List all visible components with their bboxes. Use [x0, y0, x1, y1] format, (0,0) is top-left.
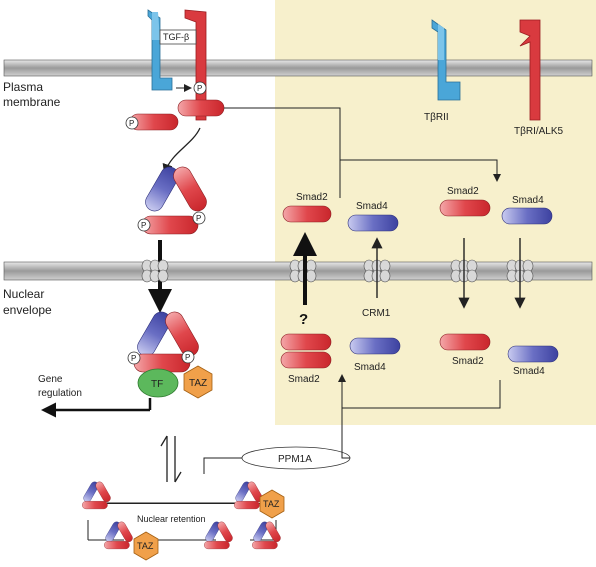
taz-label-retention-2: TAZ: [137, 541, 154, 551]
smad4-cyto-label: Smad4: [356, 201, 388, 212]
retention-trimer-3: [104, 521, 133, 550]
taz-hexagon-main: [183, 365, 213, 399]
smad2-nuc-label: Smad2: [288, 374, 320, 385]
tgf-beta-label: TGF-β: [163, 32, 189, 42]
trimer-smad4: [145, 166, 179, 212]
trimer-phospho-right: [192, 211, 206, 225]
gene-regulation-label-line2: regulation: [38, 388, 82, 399]
tbrii-label: TβRII: [424, 112, 449, 123]
smad2-cyto-right-label: Smad2: [447, 186, 479, 197]
smad2-bound-receptor: [177, 99, 225, 117]
smad2-nuc-upper: [280, 333, 332, 351]
ppm1a-line-left: [203, 457, 242, 474]
tbri-alk5-label: TβRI/ALK5: [514, 126, 564, 137]
arrow-to-trimer: [162, 127, 201, 175]
phospho-label-receptor: P: [197, 84, 202, 93]
phospho-badge-receptor: [193, 81, 207, 95]
plasma-membrane-bar: [3, 59, 593, 77]
crm1-label: CRM1: [362, 308, 391, 319]
smad4-nuc-right: [507, 345, 559, 363]
nuc-trimer-phospho-right-label: P: [185, 353, 190, 362]
taz-label-main: TAZ: [189, 378, 207, 389]
smad2-nuc-lower: [280, 351, 332, 369]
trimer-phospho-left-label: P: [141, 221, 146, 230]
smad4-nuc-label: Smad4: [354, 362, 386, 373]
phospho-label-released: P: [129, 119, 134, 128]
smad4-cyto-right-label: Smad4: [512, 195, 544, 206]
smad2-cyto-right: [439, 199, 491, 217]
smad4-cyto: [347, 214, 399, 232]
smad2-cyto-label: Smad2: [296, 192, 328, 203]
tbrii-receptor-right: [431, 19, 461, 101]
tbrii-receptor-left: [147, 9, 173, 91]
equilibrium-arrows: [160, 435, 182, 483]
taz-hexagon-retention-1: [259, 489, 285, 519]
nuclear-retention-label: Nuclear retention: [137, 514, 206, 524]
retention-trimer-2: [234, 481, 263, 510]
arrow-smad2-to-cytoplasm: [224, 107, 341, 198]
nuclear-envelope-label-line1: Nuclear: [3, 287, 44, 301]
trimer-smad2-right: [173, 166, 207, 212]
trimer-phospho-left: [137, 218, 151, 232]
retention-trimer-5: [252, 521, 281, 550]
tbrii-extracellular-left: [152, 12, 160, 40]
nuc-trimer-smad2-right: [165, 311, 199, 357]
retention-trimer-4: [204, 521, 233, 550]
tf-label: TF: [151, 379, 163, 390]
nuc-trimer-phospho-left-label: P: [131, 354, 136, 363]
transcription-factor: [137, 368, 179, 398]
smad2-nuc-right: [439, 333, 491, 351]
phospho-badge-released: [125, 116, 139, 130]
nuclear-envelope-label-line2: envelope: [3, 303, 52, 317]
smad2-nuc-right-label: Smad2: [452, 356, 484, 367]
smad2-cyto: [282, 205, 332, 223]
gene-regulation-label-line1: Gene: [38, 374, 63, 385]
smad4-cyto-right: [501, 207, 553, 225]
tbri-receptor-right: [519, 19, 541, 121]
nuc-trimer-phospho-right: [181, 350, 195, 364]
taz-hexagon-retention-2: [133, 531, 159, 561]
question-mark: ?: [299, 311, 308, 328]
smad4-nuc-right-label: Smad4: [513, 366, 545, 377]
plasma-membrane-label-line1: Plasma: [3, 80, 43, 94]
nuclear-pore-1: [141, 259, 169, 283]
plasma-membrane-label-line2: membrane: [3, 95, 61, 109]
tgf-beta-ligand: [159, 29, 197, 45]
arrow-to-right-smads: [340, 159, 501, 182]
receptor-complex-ligand-bound: TGF-β P: [147, 9, 207, 121]
smad-trimer-cytoplasm: P P: [137, 166, 207, 235]
nuc-trimer-phospho-left: [127, 351, 141, 365]
ppm1a-arrow-up: [338, 374, 350, 459]
ppm1a-label: PPM1A: [278, 454, 312, 465]
retention-trimer-1: [82, 481, 111, 510]
smad-trimer-nucleus: P P: [127, 311, 199, 373]
dephosphorylated-return-line: [342, 380, 501, 409]
taz-label-retention-1: TAZ: [263, 499, 280, 509]
smad4-nuc: [349, 337, 401, 355]
trimer-phospho-right-label: P: [196, 214, 201, 223]
